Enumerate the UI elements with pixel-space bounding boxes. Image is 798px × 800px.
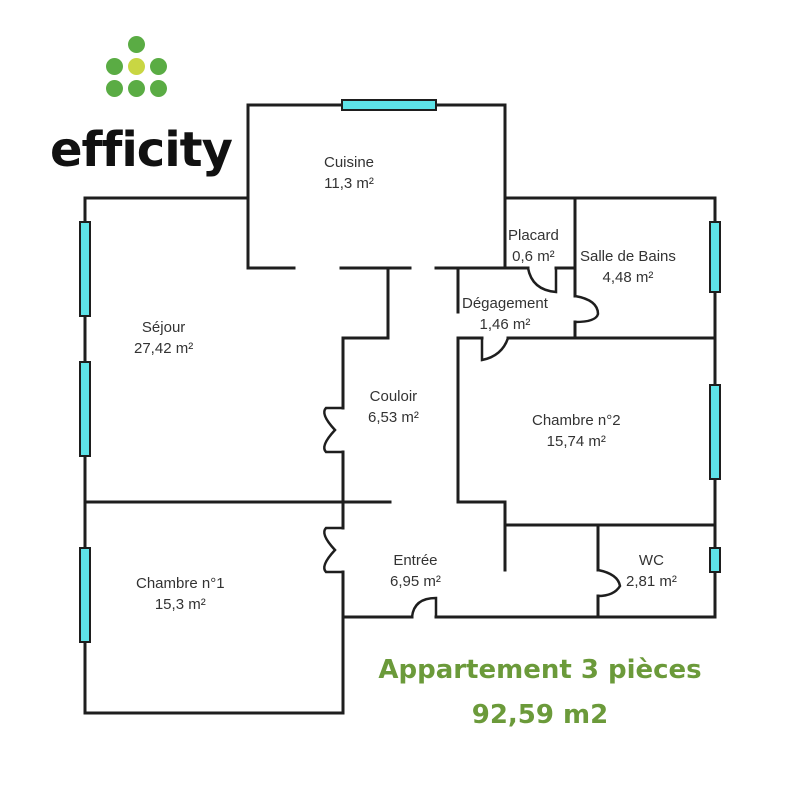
- room-name: Couloir: [369, 388, 418, 405]
- logo-dot: [106, 58, 123, 75]
- room-label-chambre-1: Chambre n°1 15,3 m²: [136, 573, 225, 615]
- room-label-salle-de-bains: Salle de Bains 4,48 m²: [580, 246, 676, 288]
- logo-dot: [128, 80, 145, 97]
- logo-dot: [150, 80, 167, 97]
- window-wc: [709, 547, 721, 573]
- room-area: 0,6 m²: [512, 248, 555, 265]
- logo-dot: [128, 36, 145, 53]
- logo-dot: [106, 80, 123, 97]
- room-area: 11,3 m²: [324, 175, 374, 192]
- summary-total-area: 92,59 m2: [471, 700, 609, 730]
- room-name: Chambre n°2: [532, 412, 621, 429]
- room-area: 4,48 m²: [602, 269, 654, 286]
- door-entree: [410, 596, 438, 618]
- logo-dot: [128, 58, 145, 75]
- room-label-cuisine: Cuisine 11,3 m²: [324, 152, 374, 194]
- logo-dot: [150, 58, 167, 75]
- room-label-placard: Placard 0,6 m²: [508, 225, 559, 267]
- window-chambre1: [79, 547, 91, 643]
- room-name: Cuisine: [324, 154, 375, 171]
- room-label-chambre-2: Chambre n°2 15,74 m²: [532, 410, 621, 452]
- windows: [79, 99, 721, 643]
- room-name: Placard: [508, 227, 559, 244]
- room-area: 6,53 m²: [368, 409, 419, 426]
- door-chambre1: [323, 526, 343, 574]
- brand-name: efficity: [50, 122, 233, 178]
- room-area: 1,46 m²: [479, 316, 531, 333]
- door-wc: [597, 568, 622, 598]
- room-area: 27,42 m²: [134, 340, 194, 357]
- room-name: Salle de Bains: [580, 248, 676, 265]
- door-sdb: [574, 294, 600, 324]
- summary-title: Appartement 3 pièces: [378, 655, 702, 685]
- room-label-degagement: Dégagement 1,46 m²: [462, 293, 548, 335]
- room-label-sejour: Séjour 27,42 m²: [134, 317, 193, 359]
- window-sejour-top: [79, 221, 91, 317]
- window-sdb: [709, 221, 721, 293]
- room-name: Entrée: [393, 552, 438, 569]
- wall-degagement-left-lower: [456, 336, 507, 527]
- window-cuisine: [341, 99, 437, 111]
- wall-cuisine-outline: [246, 103, 507, 270]
- room-name: WC: [638, 552, 664, 569]
- room-area: 2,81 m²: [626, 573, 677, 590]
- efficity-logo: efficity: [44, 36, 234, 186]
- room-area: 15,3 m²: [154, 596, 206, 613]
- room-name: Séjour: [141, 319, 186, 336]
- room-area: 6,95 m²: [390, 573, 441, 590]
- room-label-wc: WC 2,81 m²: [626, 550, 677, 592]
- room-label-couloir: Couloir 6,53 m²: [368, 386, 419, 428]
- door-degagement: [480, 337, 510, 362]
- window-sejour-bottom: [79, 361, 91, 457]
- window-chambre2: [709, 384, 721, 480]
- room-label-entree: Entrée 6,95 m²: [390, 550, 441, 592]
- door-couloir-sejour: [323, 406, 343, 454]
- room-name: Dégagement: [462, 295, 548, 312]
- room-name: Chambre n°1: [136, 575, 225, 592]
- doors: [323, 267, 622, 618]
- door-placard: [526, 267, 558, 294]
- wall-couloir-upper: [341, 266, 390, 410]
- room-area: 15,74 m²: [546, 433, 606, 450]
